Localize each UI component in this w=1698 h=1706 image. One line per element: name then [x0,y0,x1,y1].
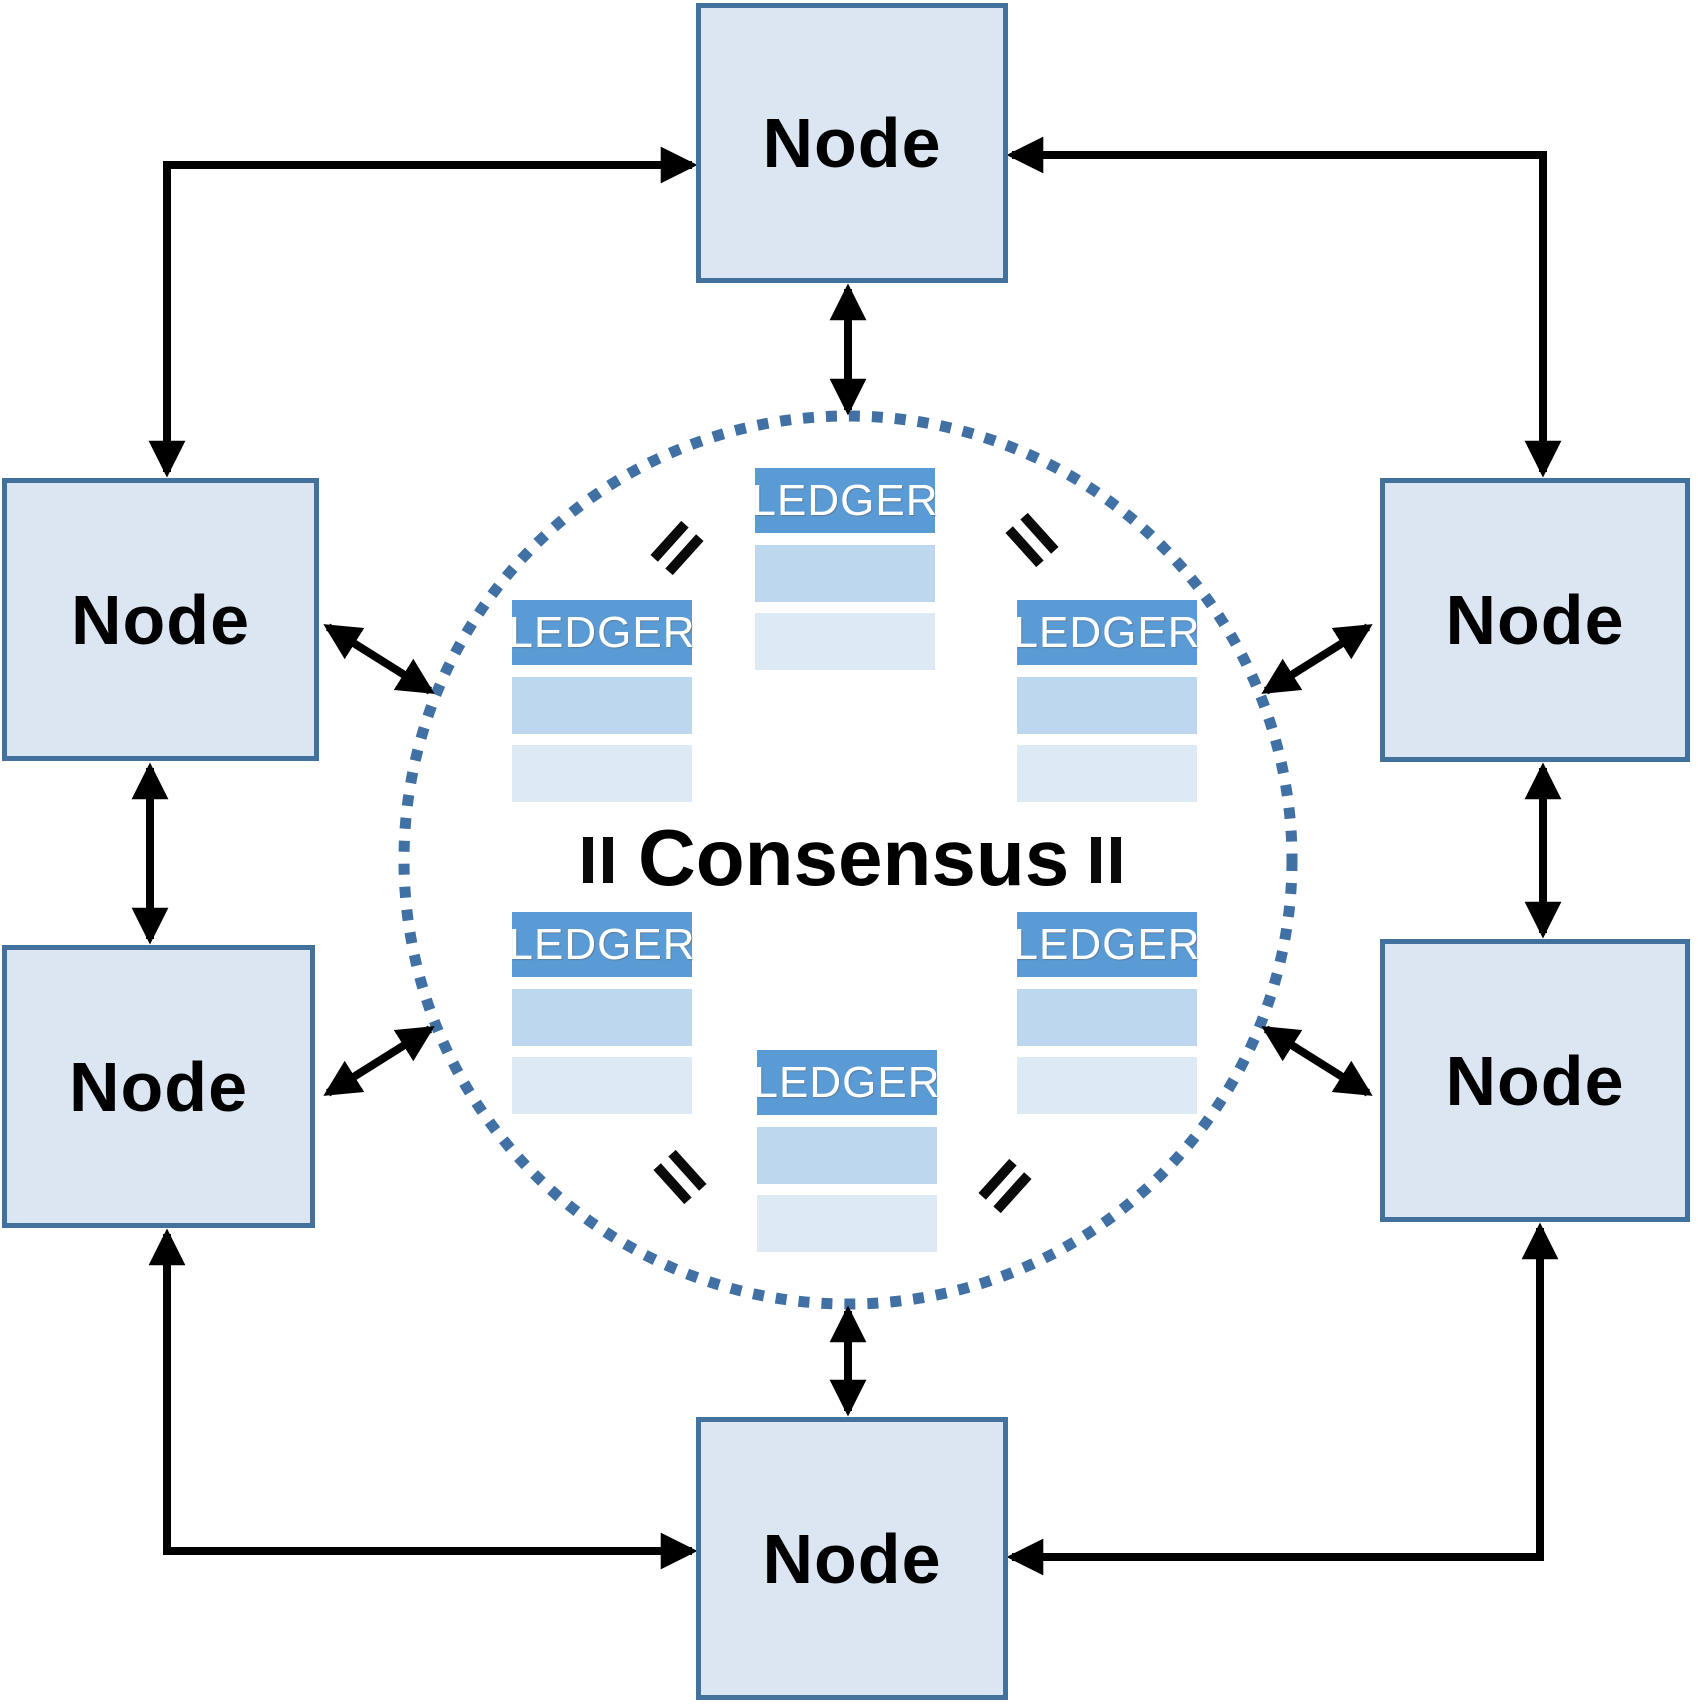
arrow-left-lower-node-to-circle [323,1025,435,1097]
ledger-block-upper-right: LEDGER [1014,600,1199,802]
ledger-row [512,1057,692,1114]
ledger-header: LEDGER [509,600,694,665]
node-label: Node [71,580,250,659]
ledger-row [755,545,935,602]
arrow-right-lower-node-to-circle [1261,1025,1373,1097]
consensus-title: Consensus [638,813,1070,902]
arrow-top-node-to-right-upper-node [1006,136,1562,478]
ledger-header: LEDGER [509,912,694,977]
equals-bar [1091,837,1101,883]
ledger-block-bottom: LEDGER [754,1050,939,1252]
ledger-header: LEDGER [754,1050,939,1115]
equals-icon-middle-left [583,837,613,883]
node-box-right-upper: Node [1380,478,1690,762]
arrow-right-upper-node-to-circle [1261,623,1373,695]
node-label: Node [69,1047,248,1126]
ledger-header: LEDGER [1014,912,1199,977]
node-box-right-lower: Node [1380,939,1690,1222]
node-box-left-lower: Node [2,945,315,1228]
ledger-row [512,989,692,1046]
ledger-row [1017,989,1197,1046]
equals-bar [583,837,593,883]
node-box-top: Node [696,3,1008,283]
ledger-row [757,1195,937,1252]
ledger-block-lower-left: LEDGER [509,912,694,1114]
ledger-row [1017,677,1197,734]
ledger-block-lower-right: LEDGER [1014,912,1199,1114]
equals-bar [603,837,613,883]
equals-bar [1111,837,1121,883]
ledger-row [757,1127,937,1184]
ledger-row [512,745,692,802]
arrow-top-node-to-left-upper-node [148,146,698,478]
equals-icon-middle-right [1091,837,1121,883]
ledger-row [1017,745,1197,802]
node-label: Node [762,104,942,182]
ledger-row [512,677,692,734]
ledger-header: LEDGER [752,468,937,533]
consensus-dotted-circle-icon [398,410,1298,1310]
ledger-header: LEDGER [1014,600,1199,665]
node-box-left-upper: Node [2,478,319,761]
ledger-row [755,613,935,670]
node-label: Node [1445,1041,1625,1120]
ledger-block-upper-left: LEDGER [509,600,694,802]
node-label: Node [1445,581,1625,659]
node-box-bottom: Node [696,1417,1008,1700]
arrow-left-upper-node-to-circle [323,623,435,695]
node-label: Node [762,1519,942,1598]
ledger-block-top: LEDGER [752,468,937,670]
ledger-row [1017,1057,1197,1114]
arrow-bottom-node-to-left-lower-node [148,1228,698,1570]
arrow-bottom-node-to-right-lower-node [1006,1222,1559,1576]
